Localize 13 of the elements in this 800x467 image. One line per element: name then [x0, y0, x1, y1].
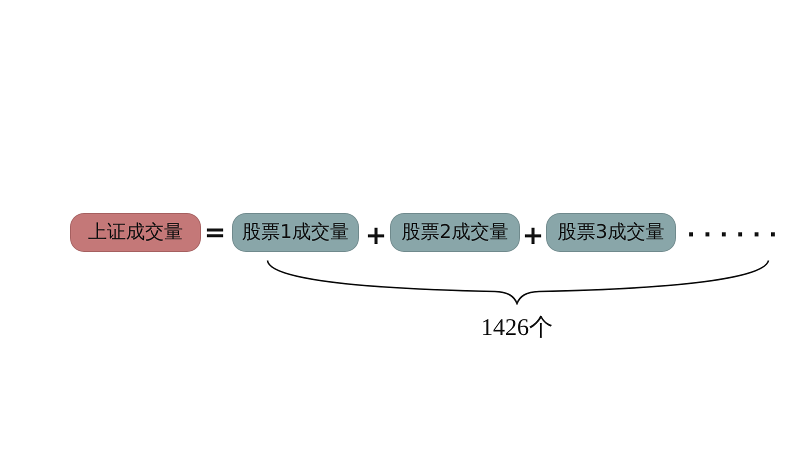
term-label: 股票2成交量 [401, 223, 509, 242]
term-label: 股票3成交量 [557, 223, 665, 242]
plus-sign: + [522, 223, 544, 249]
count-label: 1426个 [481, 316, 553, 340]
term-label: 股票1成交量 [242, 223, 350, 242]
term-box [546, 213, 676, 252]
term-label: 上证成交量 [88, 223, 183, 242]
equals-sign: = [204, 220, 226, 246]
plus-sign: + [365, 223, 387, 249]
term-box [70, 213, 201, 252]
term-box [390, 213, 520, 252]
ellipsis: ······ [686, 225, 778, 247]
term-box [232, 213, 359, 252]
